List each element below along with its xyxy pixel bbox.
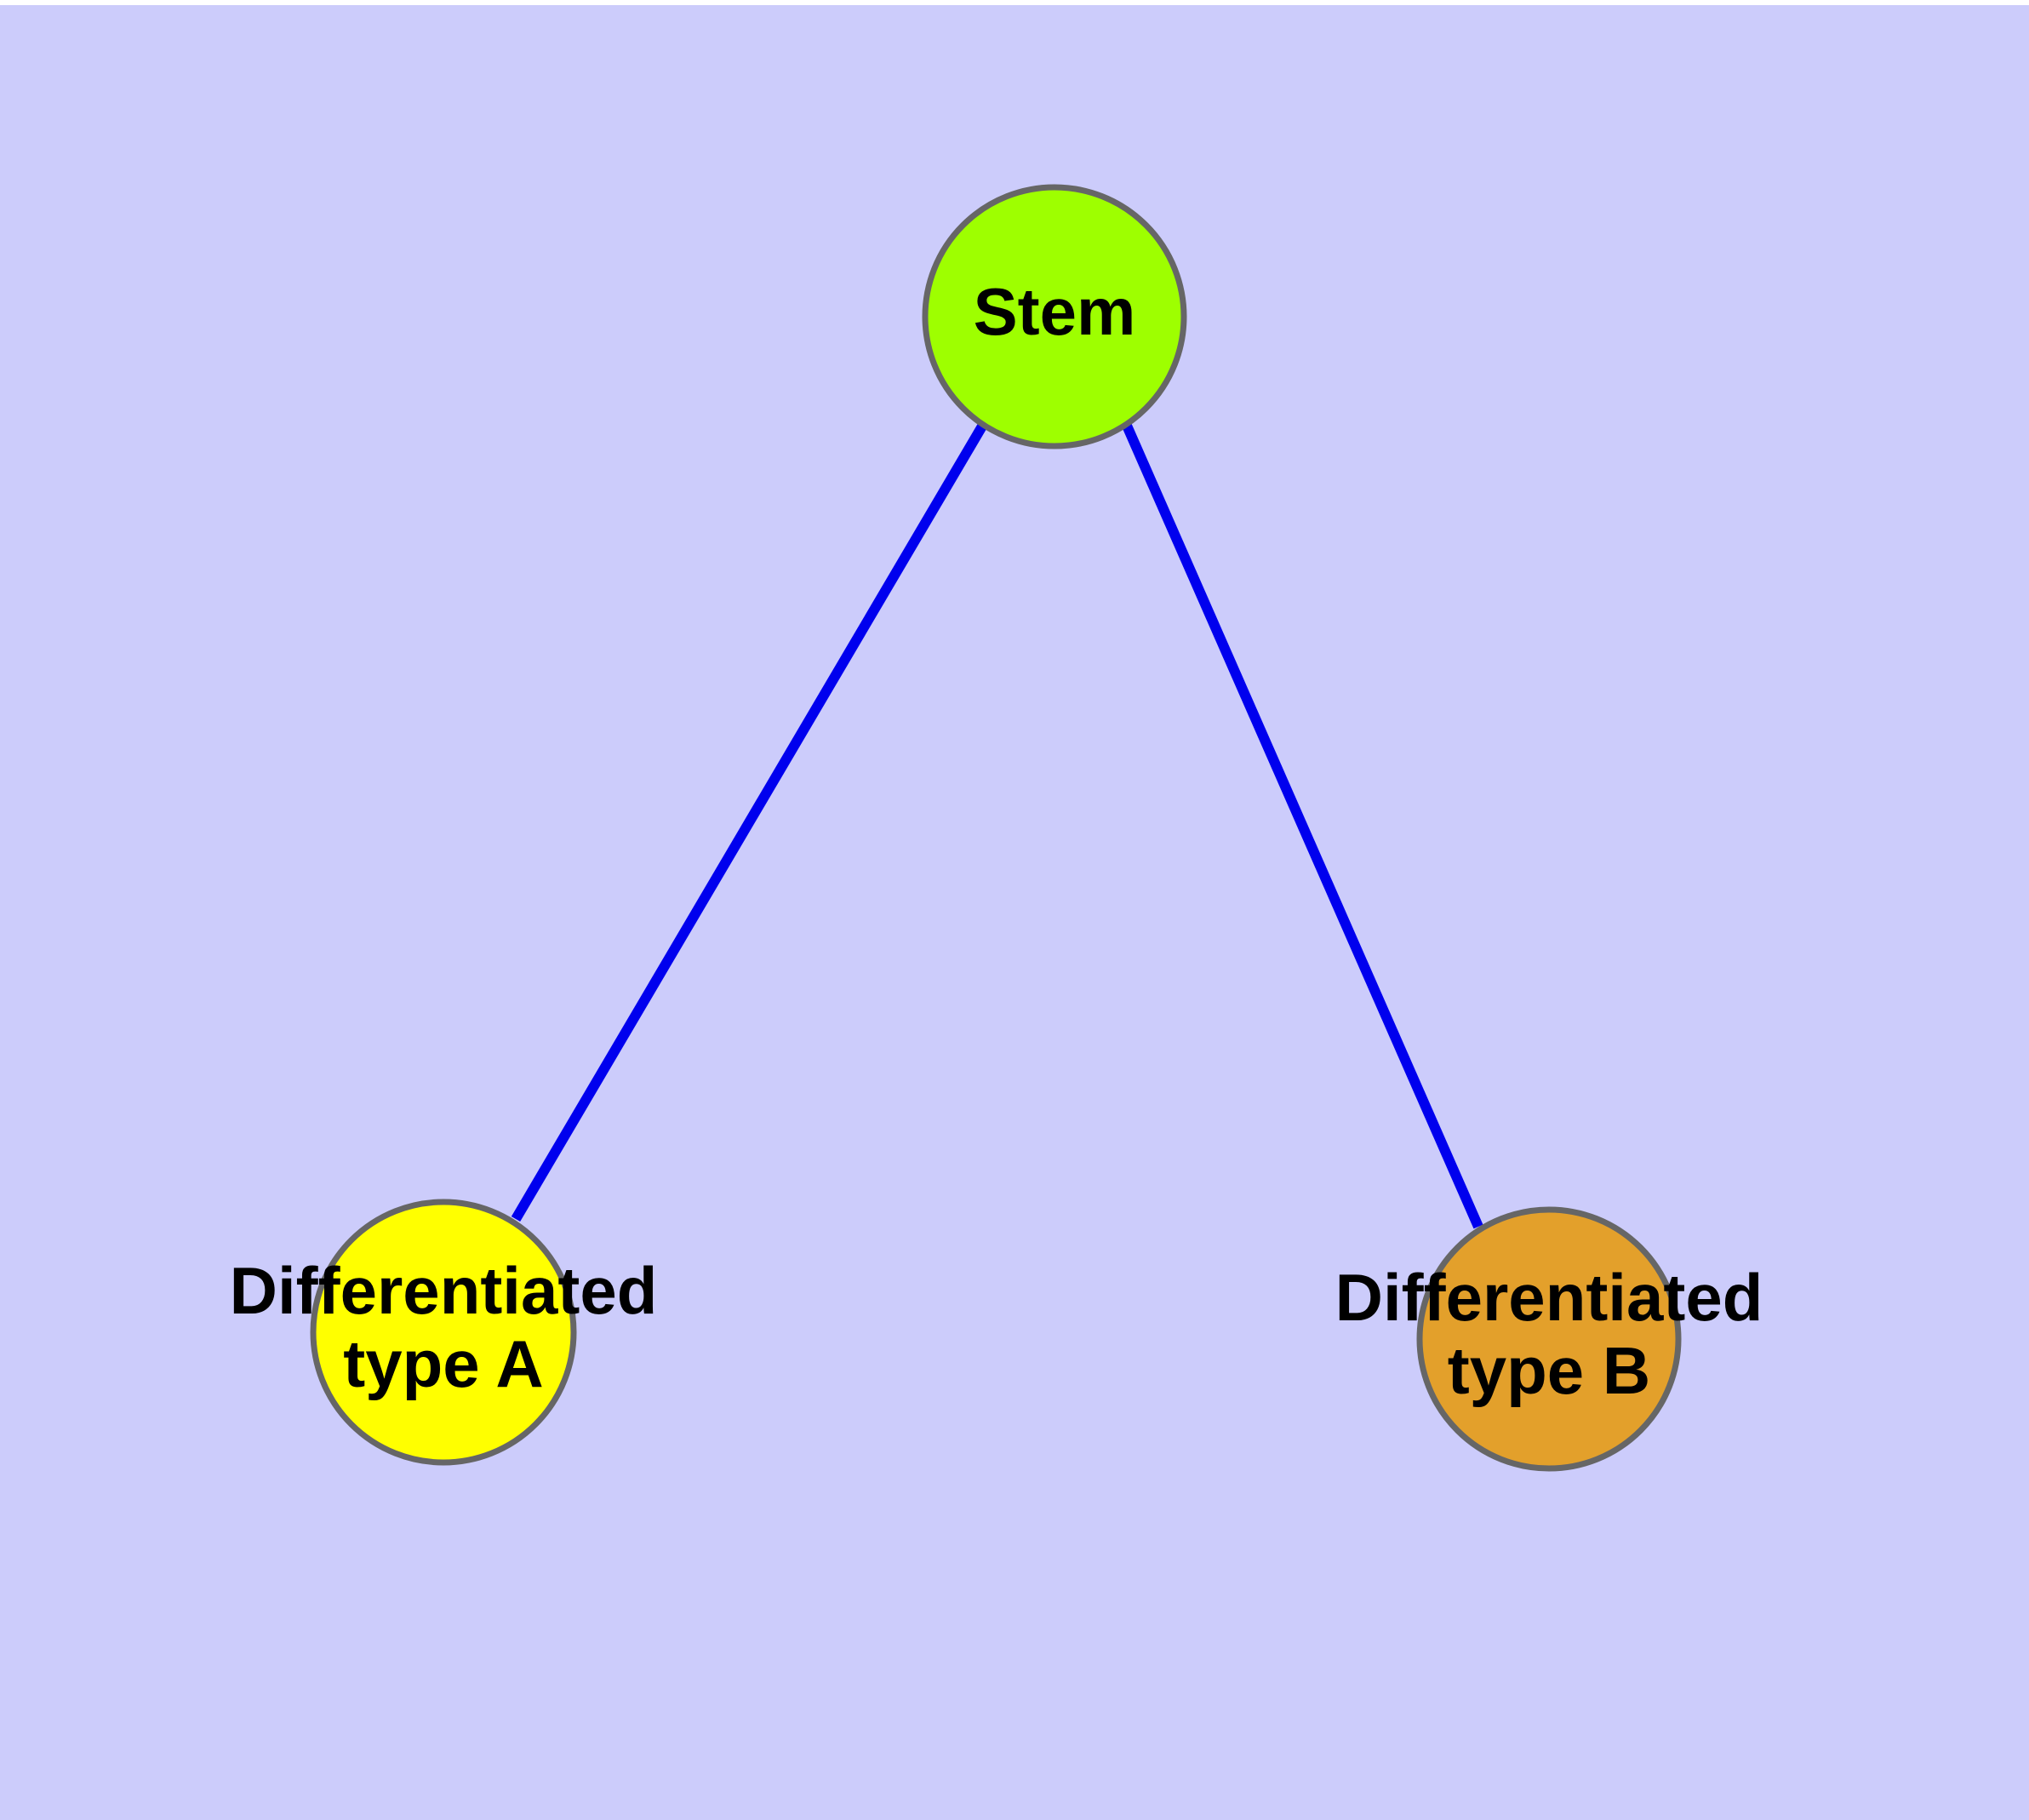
node-differentiated-type-a[interactable] xyxy=(310,1199,577,1466)
node-layer xyxy=(310,184,1682,1472)
node-differentiated-type-b-circle[interactable] xyxy=(1416,1206,1682,1472)
edge-stem-to-diff-a[interactable] xyxy=(511,421,988,1222)
label-line: Stem xyxy=(974,274,1136,349)
node-stem[interactable] xyxy=(922,184,1187,449)
label-line: type B xyxy=(1448,1333,1650,1408)
label-line: Differentiated xyxy=(1335,1260,1763,1335)
node-stem-circle[interactable] xyxy=(922,184,1187,449)
edge-layer xyxy=(511,421,1483,1229)
label-line: type A xyxy=(343,1326,544,1401)
label-line: Differentiated xyxy=(230,1253,658,1328)
edge-stem-to-diff-b[interactable] xyxy=(1122,423,1483,1229)
node-differentiated-type-a-circle[interactable] xyxy=(310,1199,577,1466)
node-stem-label: Stem xyxy=(974,274,1136,349)
node-differentiated-type-b[interactable] xyxy=(1416,1206,1682,1472)
